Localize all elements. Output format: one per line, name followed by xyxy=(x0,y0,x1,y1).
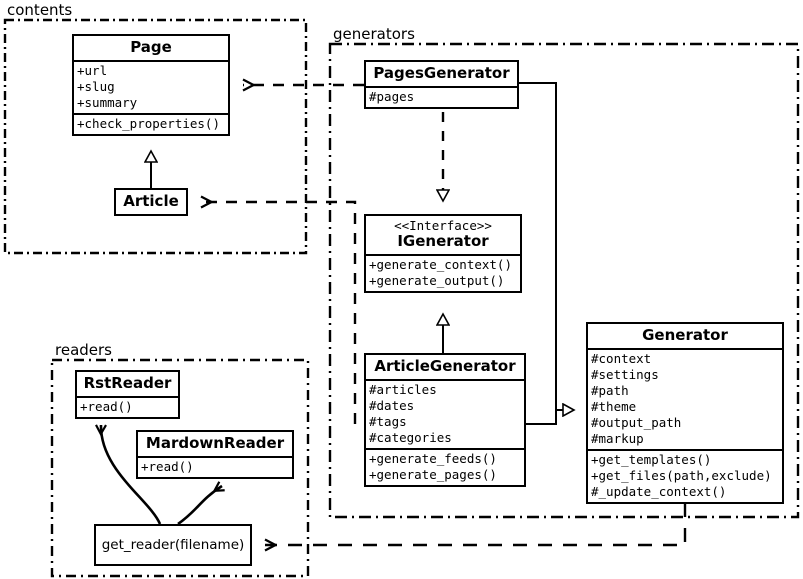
class-generator-name: Generator xyxy=(642,326,728,344)
attribute: #categories xyxy=(369,430,452,445)
edge-articlegenerator-inherits-generator xyxy=(526,410,573,425)
class-pages-generator-attributes: #pages xyxy=(366,86,517,107)
class-igenerator-stereotype: <<Interface>> xyxy=(394,218,492,233)
edge-generator-depends-get_reader xyxy=(265,503,687,545)
package-border-generators xyxy=(328,42,800,519)
edge-articlegenerator-depends-article xyxy=(201,202,357,424)
method: +generate_feeds() xyxy=(369,451,497,466)
class-page-attributes: +url +slug +summary xyxy=(74,60,228,113)
edge-pagesgenerator-inherits-generator xyxy=(519,82,557,410)
method: +read() xyxy=(80,399,133,414)
method: #_update_context() xyxy=(591,484,727,499)
package-border-readers xyxy=(50,358,310,578)
class-generator-methods: +get_templates() +get_files(path,exclude… xyxy=(588,449,782,502)
class-article-generator[interactable]: ArticleGenerator #articles #dates #tags … xyxy=(364,353,526,487)
attribute: +url xyxy=(77,63,108,78)
attribute: #tags xyxy=(369,414,407,429)
attribute: #context xyxy=(591,351,652,366)
method: +get_files(path,exclude) xyxy=(591,468,772,483)
class-page[interactable]: Page +url +slug +summary +check_properti… xyxy=(72,34,230,136)
class-page-methods: +check_properties() xyxy=(74,113,228,134)
class-igenerator-methods: +generate_context() +generate_output() xyxy=(366,254,520,291)
class-igenerator-name: IGenerator xyxy=(397,232,489,250)
attribute: +slug xyxy=(77,79,115,94)
attribute: +summary xyxy=(77,95,138,110)
package-label-generators: generators xyxy=(331,25,417,43)
attribute: #dates xyxy=(369,398,415,413)
attribute: #path xyxy=(591,383,629,398)
class-article-generator-methods: +generate_feeds() +generate_pages() xyxy=(366,448,524,485)
package-border-contents xyxy=(3,18,308,255)
class-rst-reader-name: RstReader xyxy=(83,374,172,392)
package-label-contents: contents xyxy=(5,1,75,19)
attribute: #settings xyxy=(591,367,659,382)
class-mardown-reader[interactable]: MardownReader +read() xyxy=(136,430,294,479)
method: +generate_output() xyxy=(369,273,505,288)
attribute: #markup xyxy=(591,431,644,446)
attribute: #theme xyxy=(591,399,637,414)
class-article-generator-name: ArticleGenerator xyxy=(374,357,516,375)
class-pages-generator[interactable]: PagesGenerator #pages xyxy=(364,60,519,109)
edge-get_reader-creates-mardownreader xyxy=(177,486,222,526)
attribute: #output_path xyxy=(591,415,682,430)
attribute: #articles xyxy=(369,382,437,397)
class-rst-reader[interactable]: RstReader +read() xyxy=(75,370,180,419)
class-mardown-reader-methods: +read() xyxy=(138,456,292,477)
method: +get_templates() xyxy=(591,452,712,467)
function-get-reader[interactable]: get_reader(filename) xyxy=(94,524,252,566)
edge-get_reader-creates-rstreader xyxy=(101,425,162,525)
class-article[interactable]: Article xyxy=(114,188,188,216)
class-generator[interactable]: Generator #context #settings #path #them… xyxy=(586,322,784,504)
function-get-reader-label: get_reader(filename) xyxy=(101,537,245,553)
class-article-generator-attributes: #articles #dates #tags #categories xyxy=(366,379,524,448)
method: +generate_context() xyxy=(369,257,512,272)
class-rst-reader-methods: +read() xyxy=(77,396,178,417)
method: +check_properties() xyxy=(77,116,220,131)
class-page-name: Page xyxy=(130,38,172,56)
class-igenerator[interactable]: <<Interface>> IGenerator +generate_conte… xyxy=(364,214,522,293)
class-mardown-reader-name: MardownReader xyxy=(145,434,285,452)
package-label-readers: readers xyxy=(53,341,114,359)
method: +read() xyxy=(141,459,194,474)
class-article-name: Article xyxy=(123,192,179,210)
class-generator-attributes: #context #settings #path #theme #output_… xyxy=(588,348,782,449)
method: +generate_pages() xyxy=(369,467,497,482)
attribute: #pages xyxy=(369,89,415,104)
class-pages-generator-name: PagesGenerator xyxy=(373,64,510,82)
